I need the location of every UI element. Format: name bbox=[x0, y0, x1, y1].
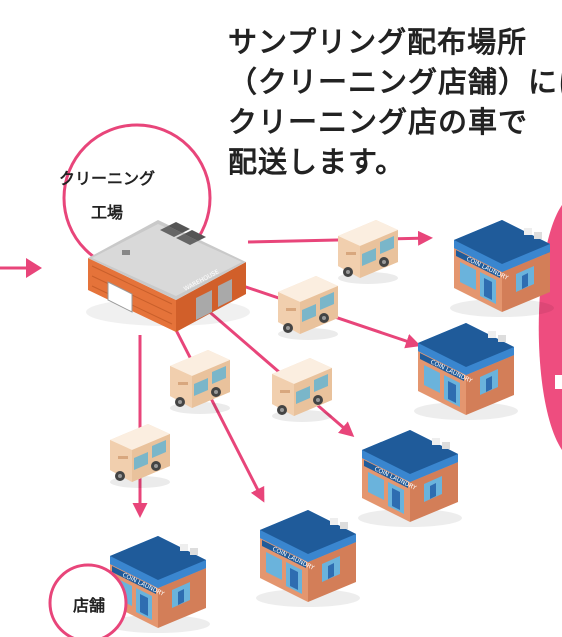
headline: サンプリング配布場所 （クリーニング店舗）には クリーニング店の車で 配送します… bbox=[228, 22, 562, 182]
side-panel-mark bbox=[555, 375, 562, 389]
store-circle bbox=[48, 563, 128, 637]
headline-line-2: （クリーニング店舗）には bbox=[228, 65, 562, 99]
coin-laundry-store-icon bbox=[450, 220, 554, 317]
headline-line-4: 配送します。 bbox=[228, 145, 406, 179]
delivery-van-icon bbox=[338, 220, 398, 284]
factory-label-line-2: 工場 bbox=[90, 203, 123, 222]
coin-laundry-store-icon bbox=[358, 430, 462, 527]
factory-label: クリーニング 工場 bbox=[32, 162, 182, 230]
headline-line-1: サンプリング配布場所 bbox=[228, 25, 528, 59]
headline-line-3: クリーニング店の車で bbox=[228, 105, 529, 139]
warehouse-icon: WAREHOUSE bbox=[86, 220, 250, 332]
delivery-van-icon bbox=[170, 350, 230, 414]
coin-laundry-store-icon bbox=[256, 510, 360, 607]
coin-laundry-store-icon bbox=[414, 323, 518, 420]
incoming-arrow bbox=[0, 258, 42, 278]
factory-label-line-1: クリーニング bbox=[58, 169, 155, 188]
delivery-van-icon bbox=[272, 358, 332, 422]
delivery-van-icon bbox=[278, 276, 338, 340]
delivery-van-icon bbox=[110, 424, 170, 488]
store-label: 店舗 bbox=[72, 596, 105, 615]
